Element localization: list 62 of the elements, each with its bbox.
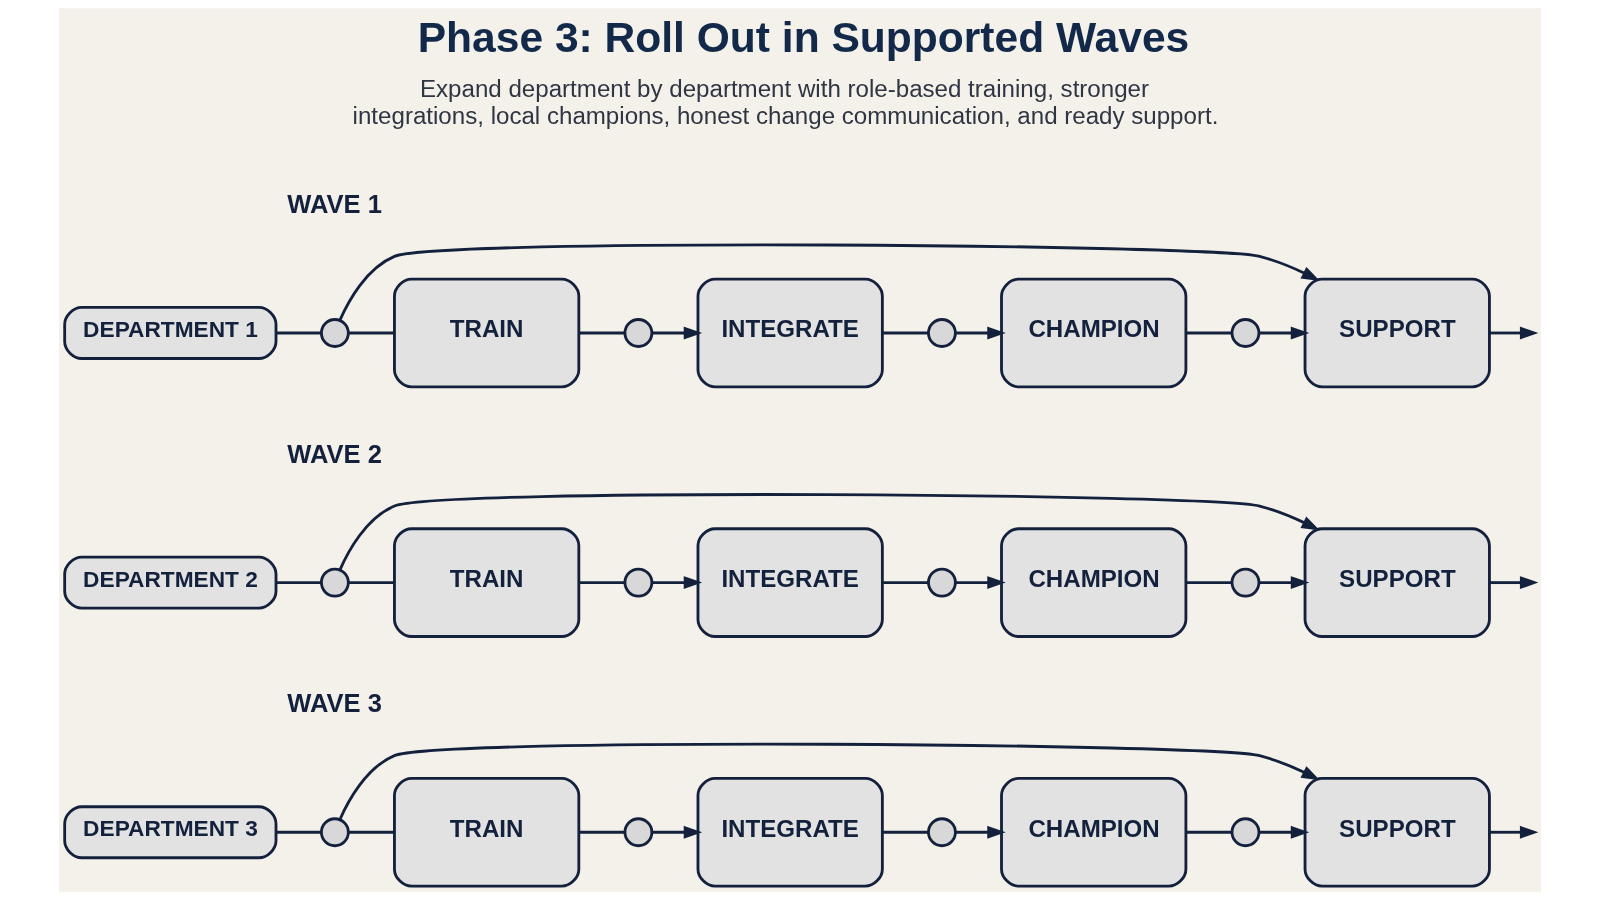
arrow: [338, 742, 1320, 821]
node-box: INTEGRATE: [696, 776, 884, 888]
arrow: [1489, 326, 1539, 340]
label: WAVE 2: [287, 439, 382, 468]
arrow: [1259, 825, 1310, 839]
arrow: [1489, 576, 1539, 590]
connector: [348, 830, 395, 834]
connector: [882, 830, 929, 834]
label: WAVE 3: [287, 689, 382, 718]
node-circle: [319, 567, 350, 598]
node-box: SUPPORT: [1303, 527, 1491, 638]
node-box: TRAIN: [393, 277, 581, 389]
arrow: [338, 243, 1320, 322]
node-circle: [927, 817, 957, 848]
connector: [1186, 581, 1232, 585]
connector: [1186, 331, 1232, 335]
node-box: SUPPORT: [1303, 277, 1491, 389]
node-box: CHAMPION: [1000, 776, 1188, 888]
node-circle: [623, 567, 654, 598]
connector: [579, 581, 625, 585]
node-circle: [1230, 567, 1261, 598]
arrow: [652, 576, 703, 590]
label: Expand department by department with role-based training, stronger integrations, local champions, honest change communication, and ready support.: [352, 74, 1219, 129]
node-box: DEPARTMENT 1: [63, 306, 278, 360]
node-box: DEPARTMENT 3: [63, 805, 278, 860]
node-circle: [319, 817, 350, 848]
node-box: TRAIN: [393, 527, 581, 638]
connector: [348, 331, 395, 335]
diagram-title: Phase 3: Roll Out in Supported Waves: [417, 13, 1190, 62]
node-circle: [1230, 817, 1261, 848]
node-box: CHAMPION: [1000, 277, 1188, 389]
arrow: [955, 326, 1006, 340]
connector: [882, 581, 929, 585]
node-box: INTEGRATE: [696, 277, 884, 389]
connector: [276, 581, 322, 585]
arrow: [652, 326, 703, 340]
connector: [348, 581, 395, 585]
arrow: [338, 493, 1320, 571]
node-box: SUPPORT: [1303, 776, 1491, 888]
node-box: DEPARTMENT 2: [63, 555, 278, 610]
arrow: [1259, 576, 1310, 590]
node-circle: [1230, 318, 1261, 348]
node-circle: [927, 318, 957, 348]
arrow: [1259, 326, 1310, 340]
node-box: INTEGRATE: [696, 527, 884, 638]
node-circle: [623, 817, 654, 848]
arrow: [652, 825, 703, 839]
node-circle: [927, 567, 957, 598]
connector: [579, 331, 625, 335]
connector: [276, 830, 322, 834]
node-circle: [623, 318, 654, 348]
arrow: [955, 825, 1006, 839]
arrow: [1489, 825, 1539, 839]
arrow: [955, 576, 1006, 590]
node-box: TRAIN: [393, 776, 581, 888]
connector: [1186, 830, 1232, 834]
connector: [579, 830, 625, 834]
connector: [276, 331, 322, 335]
node-box: CHAMPION: [1000, 527, 1188, 638]
node-circle: [319, 318, 350, 348]
connector: [882, 331, 929, 335]
label: WAVE 1: [287, 189, 382, 218]
